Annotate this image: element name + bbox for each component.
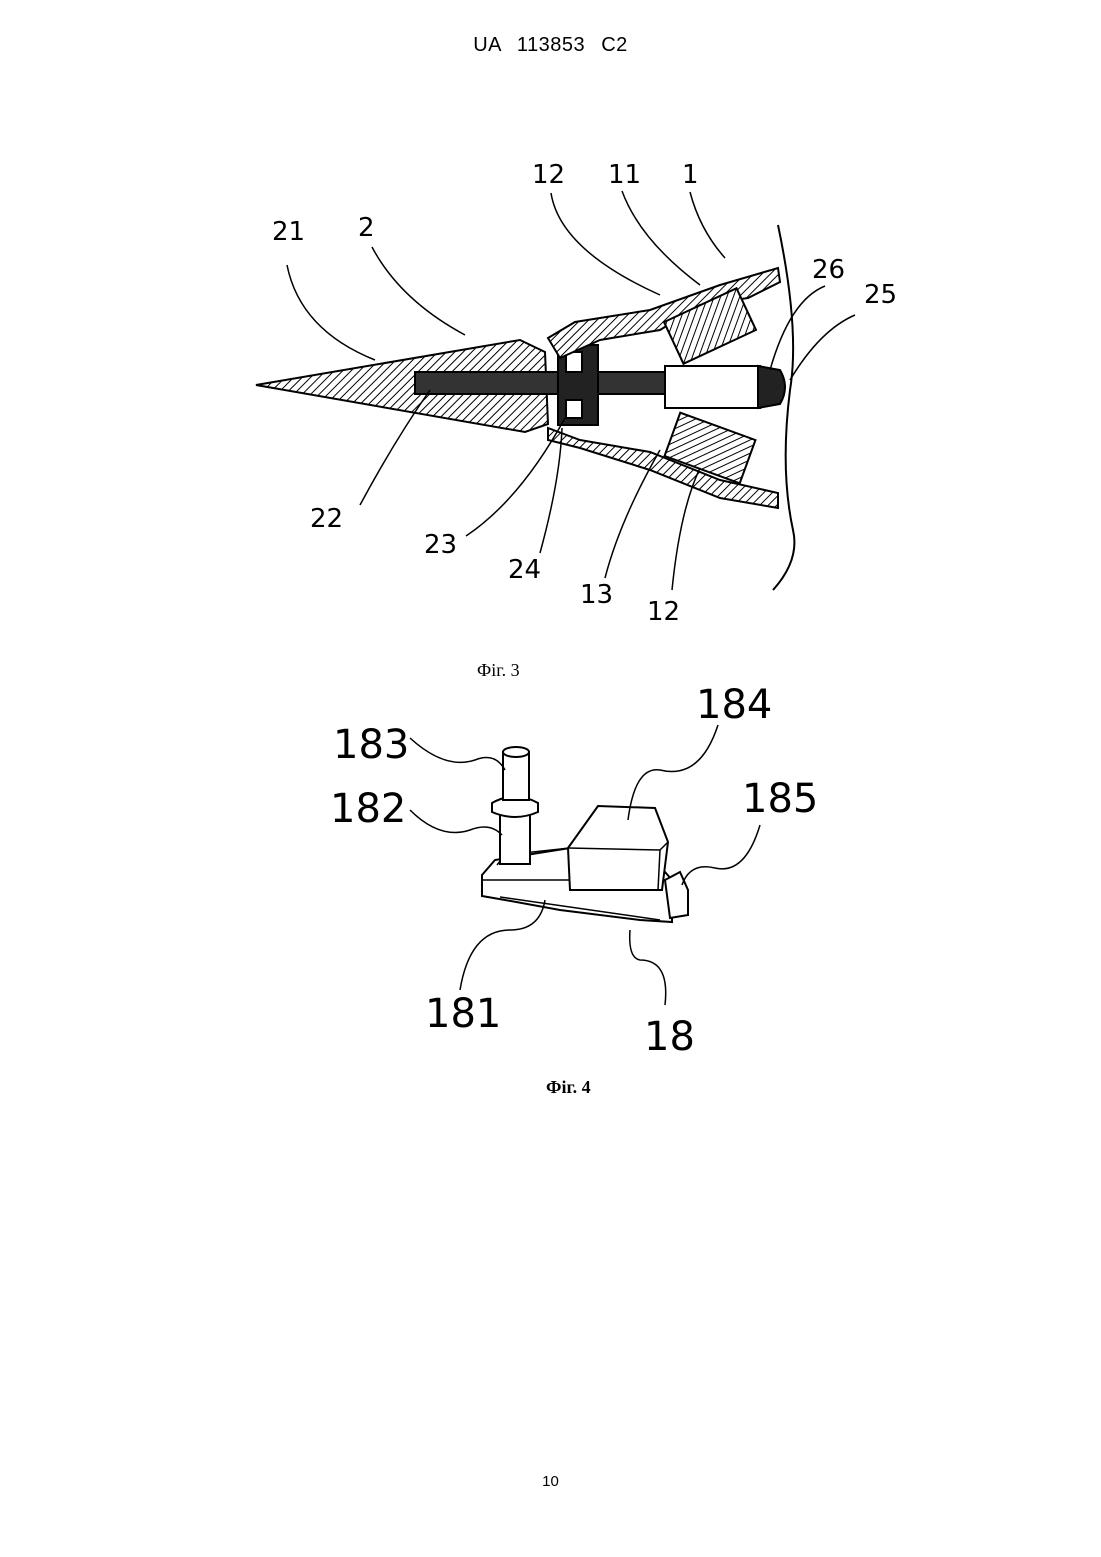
figure-3-drawing: 1 2 11 12 21 26 25 22 23 24 13 12 xyxy=(256,160,897,627)
label-183: 183 xyxy=(333,722,409,768)
figure-3-caption: Фіг. 3 xyxy=(477,660,520,681)
label-181: 181 xyxy=(425,991,501,1037)
label-26: 26 xyxy=(812,255,845,285)
post-lower xyxy=(500,812,530,864)
central-rod xyxy=(415,372,665,394)
label-1: 1 xyxy=(682,160,699,190)
figure-4-caption: Фіг. 4 xyxy=(546,1077,591,1098)
piston xyxy=(665,366,760,408)
label-18: 18 xyxy=(644,1014,695,1060)
piston-end xyxy=(758,366,785,408)
label-12-top: 12 xyxy=(532,160,565,190)
label-23: 23 xyxy=(424,530,457,560)
label-21: 21 xyxy=(272,217,305,247)
label-185: 185 xyxy=(742,776,818,822)
page-number: 10 xyxy=(0,1473,1101,1490)
label-22: 22 xyxy=(310,504,343,534)
label-13: 13 xyxy=(580,580,613,610)
post-upper xyxy=(503,752,529,800)
label-182: 182 xyxy=(330,786,406,832)
label-25: 25 xyxy=(864,280,897,310)
label-184: 184 xyxy=(696,682,772,728)
label-12-bottom: 12 xyxy=(647,597,680,627)
label-24: 24 xyxy=(508,555,541,585)
label-11: 11 xyxy=(608,160,641,190)
label-2: 2 xyxy=(358,213,375,243)
figure-4-drawing: 183 182 184 185 181 18 xyxy=(330,682,818,1060)
